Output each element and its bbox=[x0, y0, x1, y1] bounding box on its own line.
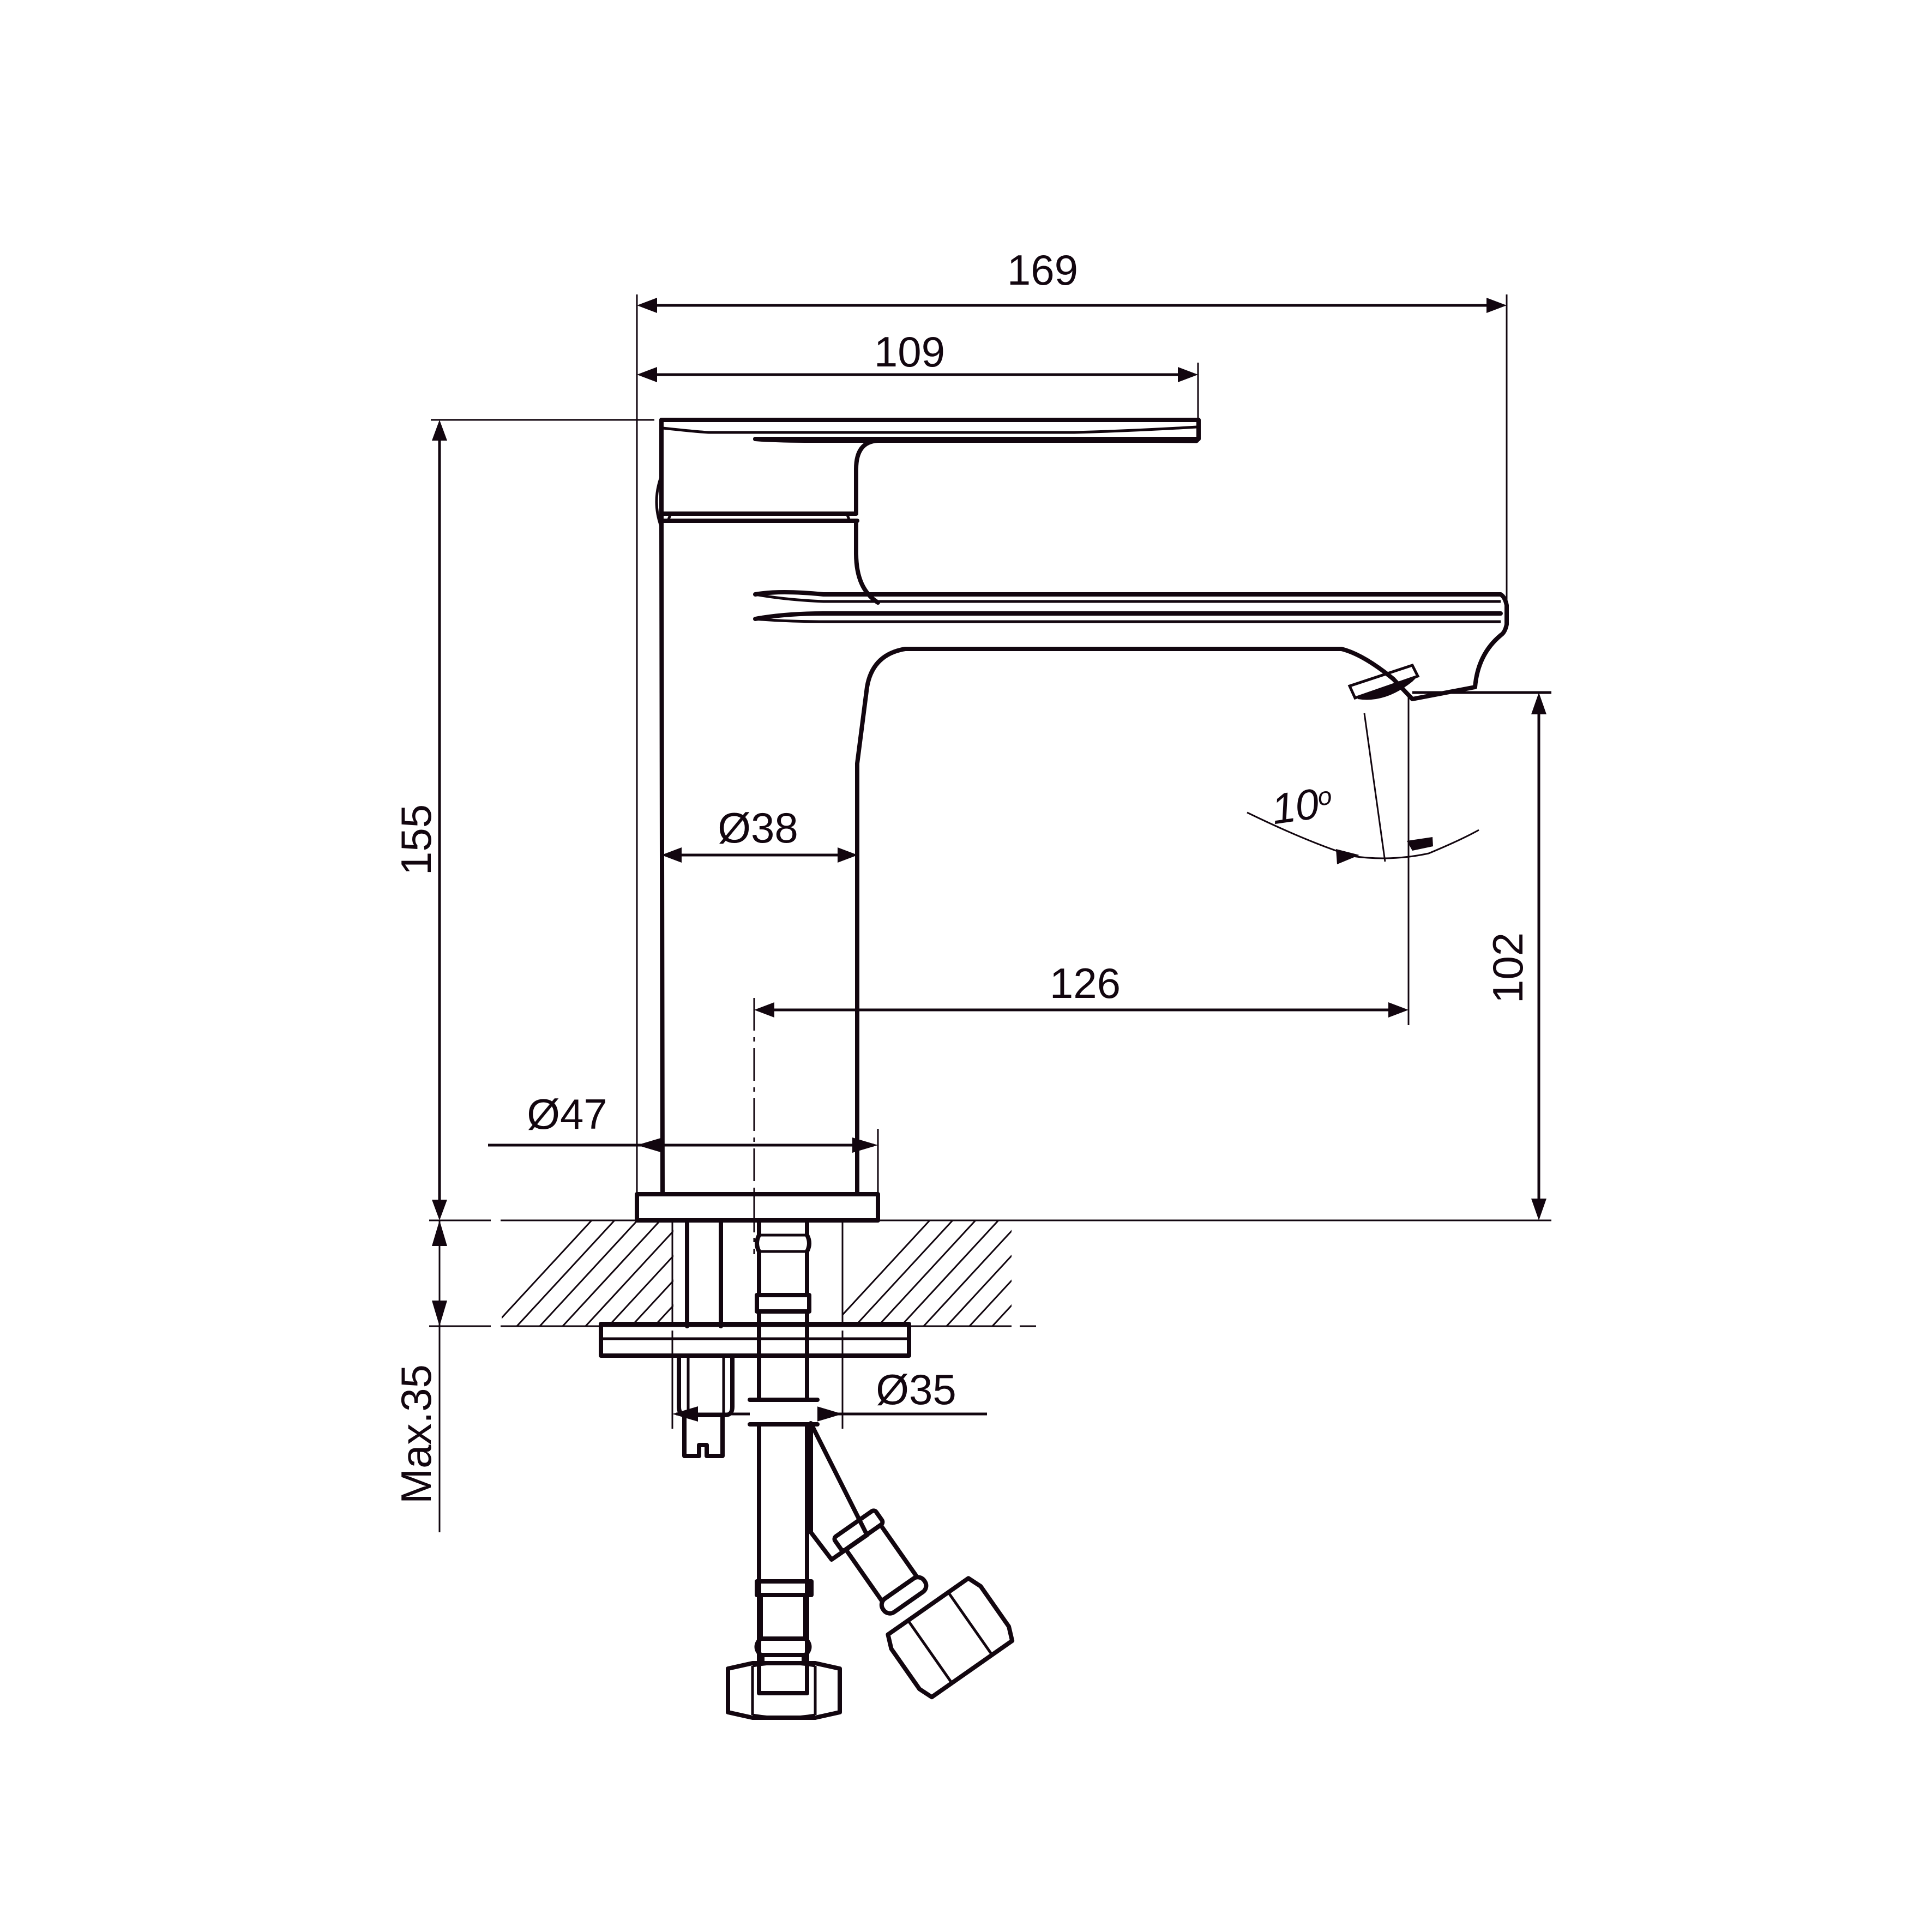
cartridge-housing bbox=[659, 418, 880, 516]
dim-overall-width: 169 bbox=[636, 246, 1508, 1194]
spout bbox=[753, 590, 1509, 637]
dim-spout-reach: 126 bbox=[753, 695, 1410, 1254]
hose-connector-upper bbox=[755, 1218, 811, 1297]
dim-overall-height: 155 bbox=[392, 419, 654, 1220]
hose-nut-angled bbox=[886, 1576, 1015, 1700]
deck-hatch-left bbox=[502, 1220, 673, 1326]
overall-width-label: 169 bbox=[1007, 246, 1078, 294]
body-column-right bbox=[854, 519, 880, 605]
base-plate bbox=[635, 1192, 880, 1223]
base-diameter-label: Ø47 bbox=[527, 1090, 607, 1138]
dim-spout-angle: 10o bbox=[1247, 713, 1479, 864]
hose-nut-straight bbox=[726, 1661, 842, 1720]
spout-angle-label: 10o bbox=[1268, 777, 1336, 833]
body-diameter-label: Ø38 bbox=[718, 804, 798, 852]
dim-max-deck-thickness: Max.35 bbox=[392, 1219, 491, 1532]
flexible-hose-straight bbox=[757, 1309, 809, 1695]
spout-height-label: 102 bbox=[1484, 932, 1532, 1003]
deck-section bbox=[464, 1219, 1551, 1327]
dim-base-diameter: Ø47 bbox=[488, 1090, 879, 1194]
spout-reach-label: 126 bbox=[1050, 959, 1121, 1007]
tap-body bbox=[635, 418, 1509, 1232]
fixing-nut bbox=[677, 1353, 735, 1417]
dim-body-diameter: Ø38 bbox=[661, 804, 858, 863]
deck-hatch-right bbox=[842, 1220, 1012, 1326]
aerator bbox=[1347, 663, 1420, 700]
hole-diameter-label: Ø35 bbox=[876, 1365, 956, 1413]
dim-spout-height: 102 bbox=[872, 691, 1551, 1221]
lever-handle bbox=[659, 418, 1201, 523]
handle-length-label: 109 bbox=[874, 328, 945, 376]
flexible-hose-angled bbox=[809, 1421, 1015, 1700]
body-column-left bbox=[659, 519, 665, 1196]
dim-handle-length: 109 bbox=[637, 328, 1199, 420]
overall-height-label: 155 bbox=[392, 804, 440, 875]
max-deck-thickness-label: Max.35 bbox=[392, 1364, 440, 1504]
fixing-assembly bbox=[599, 1218, 1015, 1720]
